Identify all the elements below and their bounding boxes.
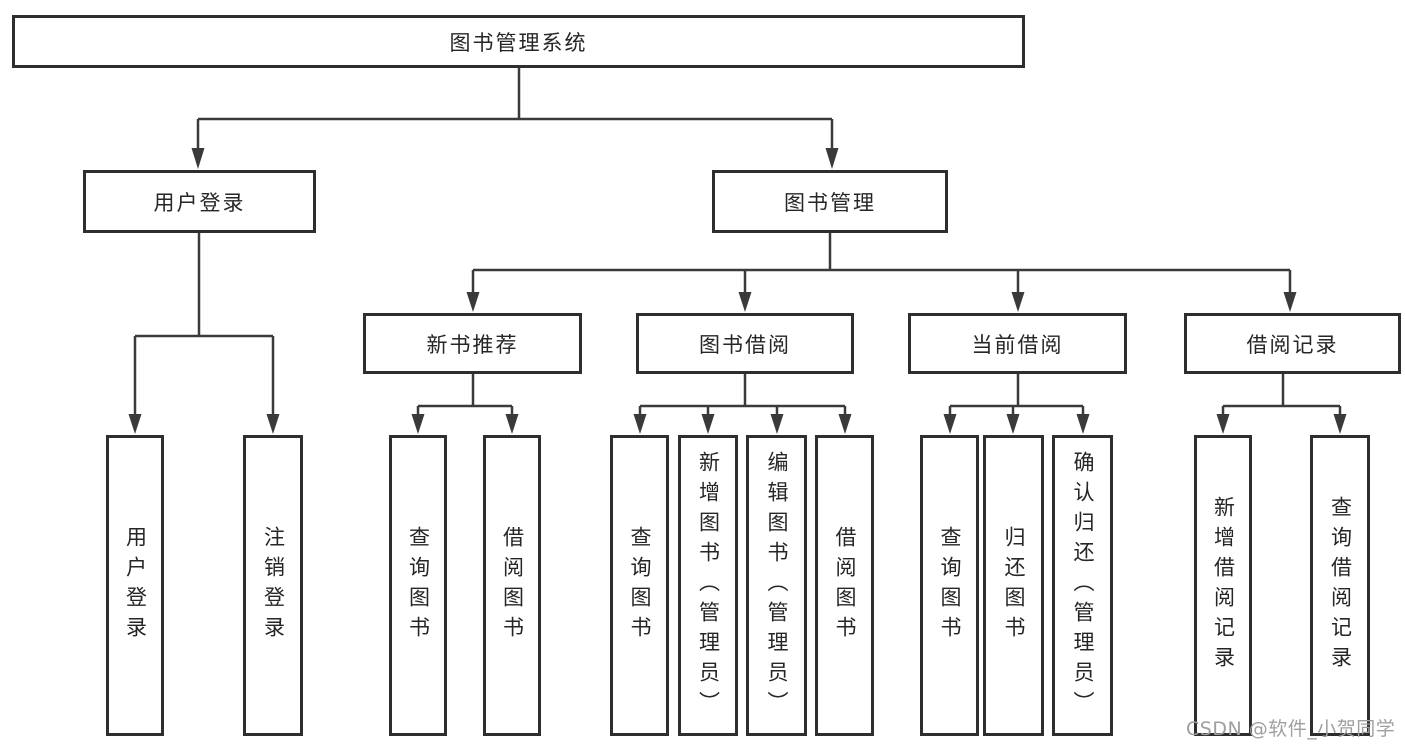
leaf-borrow-book-recommend: 借阅图书 [483,435,541,736]
arrowhead-icon [466,292,480,312]
connector-root-to-level2 [191,68,839,169]
node-root: 图书管理系统 [12,15,1025,68]
connector-book-mgmt-children [466,233,1297,312]
leaf-logout: 注销登录 [243,435,303,736]
arrowhead-icon [1011,292,1025,312]
node-borrowing-records: 借阅记录 [1184,313,1401,374]
leaf-edit-book-admin-label: 编辑图书（管理员） [765,450,789,721]
arrowhead-icon [128,414,142,434]
node-root-label: 图书管理系统 [449,30,588,55]
leaf-add-borrow-record: 新增借阅记录 [1194,435,1252,736]
arrowhead-icon [770,414,784,434]
leaf-borrow-book: 借阅图书 [815,435,874,736]
leaf-confirm-return-admin: 确认归还（管理员） [1052,435,1113,736]
connector-user-login-children [128,233,280,434]
node-current-borrowing-label: 当前借阅 [971,332,1064,357]
leaf-borrow-book-label: 借阅图书 [833,525,857,646]
arrowhead-icon [825,148,839,169]
connector-new-book-rec-children [411,374,519,434]
leaf-add-book-admin: 新增图书（管理员） [678,435,738,736]
watermark: CSDN @软件_小贺同学 [1186,718,1396,740]
arrowhead-icon [943,414,957,434]
leaf-user-login: 用户登录 [106,435,164,736]
node-new-book-recommend: 新书推荐 [363,313,582,374]
leaf-query-book-current-label: 查询图书 [938,525,962,646]
arrowhead-icon [1283,292,1297,312]
arrowhead-icon [738,292,752,312]
leaf-query-book-current: 查询图书 [920,435,979,736]
leaf-query-borrow-record: 查询借阅记录 [1310,435,1370,736]
connector-borrow-record-children [1216,374,1347,434]
leaf-logout-label: 注销登录 [261,525,286,646]
node-current-borrowing: 当前借阅 [908,313,1127,374]
arrowhead-icon [1216,414,1230,434]
arrowhead-icon [633,414,647,434]
arrowhead-icon [266,414,280,434]
arrowhead-icon [838,414,852,434]
leaf-user-login-label: 用户登录 [123,525,148,646]
leaf-borrow-book-recommend-label: 借阅图书 [500,525,525,646]
arrowhead-icon [1333,414,1347,434]
leaf-query-book-borrow-label: 查询图书 [628,525,652,646]
node-book-management: 图书管理 [712,170,948,233]
leaf-return-book-label: 归还图书 [1002,525,1026,646]
connector-current-borrow-children [943,374,1090,434]
node-book-management-label: 图书管理 [784,190,876,215]
node-book-borrowing-label: 图书借阅 [699,332,791,357]
leaf-add-book-admin-label: 新增图书（管理员） [696,450,721,721]
node-user-login: 用户登录 [83,170,316,233]
arrowhead-icon [191,148,205,169]
leaf-query-book-borrow: 查询图书 [610,435,669,736]
node-borrowing-records-label: 借阅记录 [1246,332,1339,357]
node-book-borrowing: 图书借阅 [636,313,854,374]
arrowhead-icon [701,414,715,434]
leaf-confirm-return-admin-label: 确认归还（管理员） [1071,450,1095,721]
leaf-edit-book-admin: 编辑图书（管理员） [746,435,807,736]
arrowhead-icon [505,414,519,434]
arrowhead-icon [1006,414,1020,434]
connector-book-borrow-children [633,374,852,434]
node-new-book-recommend-label: 新书推荐 [426,332,519,357]
leaf-query-book-recommend-label: 查询图书 [406,525,431,646]
node-user-login-label: 用户登录 [153,190,246,215]
arrowhead-icon [1076,414,1090,434]
leaf-query-book-recommend: 查询图书 [389,435,447,736]
leaf-return-book: 归还图书 [983,435,1044,736]
arrowhead-icon [411,414,425,434]
leaf-add-borrow-record-label: 新增借阅记录 [1211,495,1236,676]
leaf-query-borrow-record-label: 查询借阅记录 [1328,495,1353,676]
